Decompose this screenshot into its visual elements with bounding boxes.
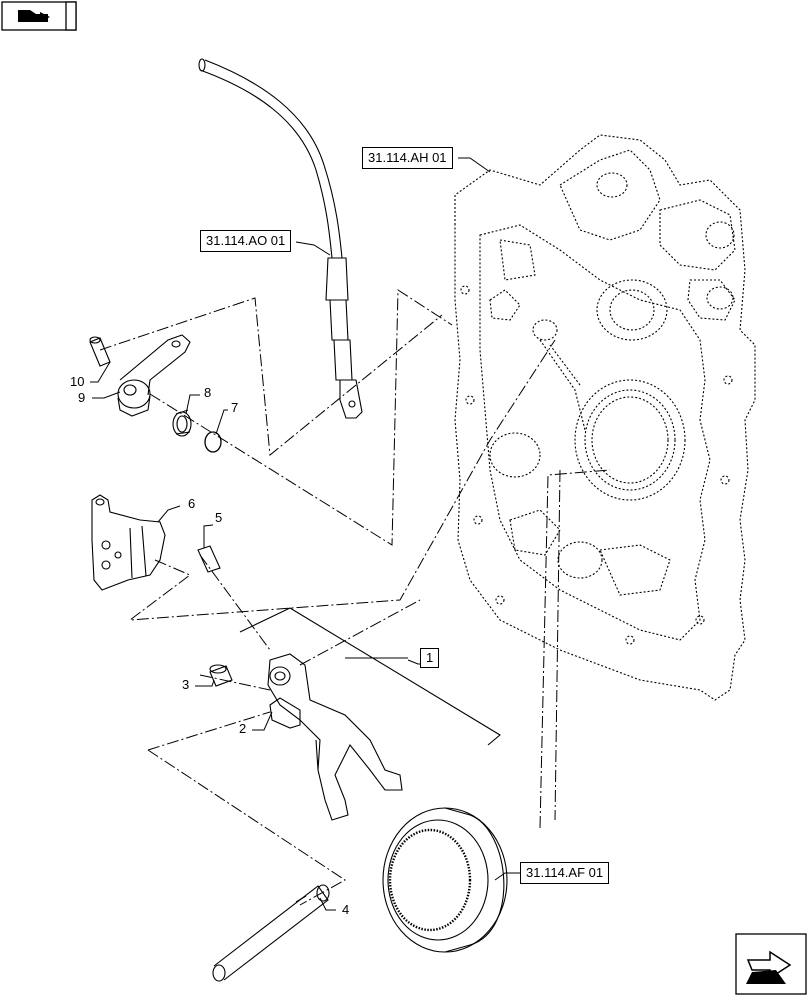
callout-4: 4	[342, 902, 350, 917]
callout-8: 8	[204, 385, 212, 400]
callout-5: 5	[215, 510, 223, 525]
next-page-arrow-icon[interactable]	[735, 933, 807, 995]
book-arrow-icon[interactable]	[1, 1, 77, 31]
callout-2: 2	[239, 721, 247, 736]
pin-part-10	[89, 336, 111, 367]
transmission-housing	[454, 134, 756, 701]
callout-9: 9	[78, 390, 86, 405]
synchronizer-ring	[382, 807, 508, 953]
callout-10: 10	[70, 374, 85, 389]
shift-lever-part-9	[117, 334, 191, 417]
callout-assembly-1: 1	[420, 648, 440, 668]
callout-3: 3	[182, 677, 190, 692]
housing-reference-label[interactable]: 31.114.AH 01	[362, 147, 453, 169]
leader-lines	[90, 157, 520, 911]
shift-rail-part-4	[212, 884, 330, 982]
selector-cable	[198, 58, 363, 419]
callout-7: 7	[231, 400, 239, 415]
bracket-part-6	[91, 494, 166, 591]
cable-reference-label[interactable]: 31.114.AO 01	[200, 230, 292, 252]
synchronizer-reference-label[interactable]: 31.114.AF 01	[520, 862, 610, 884]
bushing-part-8	[172, 409, 192, 437]
key-part-5	[197, 545, 221, 573]
center-lines	[99, 289, 611, 906]
callout-6: 6	[188, 496, 196, 511]
shift-fork-part-1	[267, 653, 403, 821]
assembly-bracket	[239, 607, 501, 746]
snap-ring-part-7	[204, 431, 222, 453]
